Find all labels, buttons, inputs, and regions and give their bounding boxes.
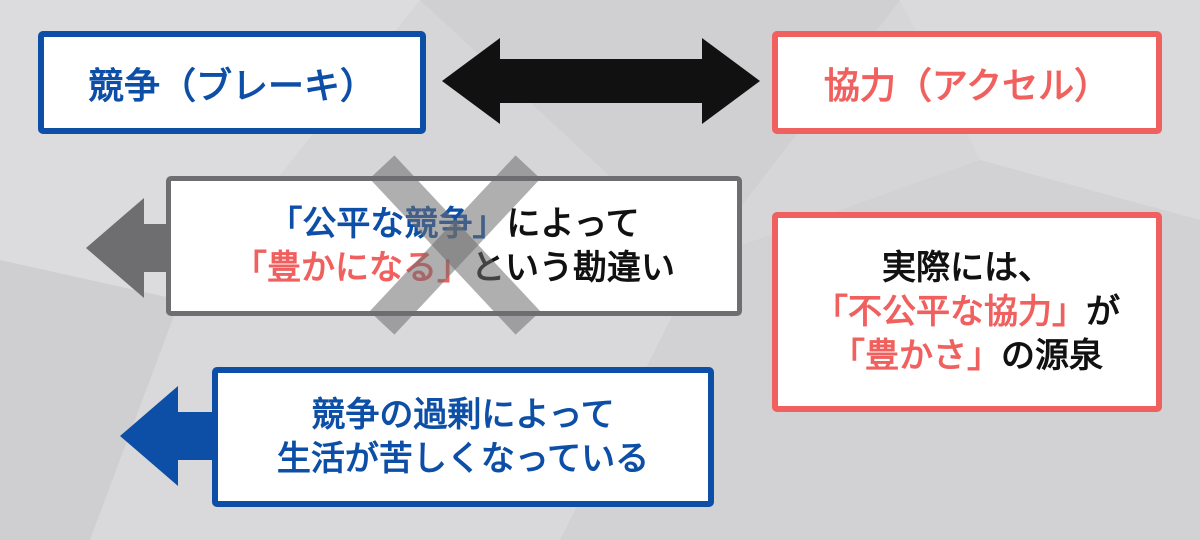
gray-left-arrow-icon <box>86 198 196 298</box>
reality-line-3-rest: の源泉 <box>1001 336 1103 377</box>
misconception-line-2-rest: という勘違い <box>471 248 675 288</box>
unfair-cooperation-quote: 「不公平な協力」 <box>814 291 1086 332</box>
misconception-box: 「公平な競争」によって 「豊かになる」という勘違い <box>166 176 742 316</box>
reality-line-2-rest: が <box>1086 291 1120 332</box>
misconception-line-1-rest: によって <box>506 203 640 244</box>
excess-competition-box: 競争の過剰によって 生活が苦しくなっている <box>212 367 714 507</box>
excess-line-1: 競争の過剰によって <box>311 394 615 435</box>
excess-line-2: 生活が苦しくなっている <box>276 439 650 479</box>
reality-line-2: 「不公平な協力」が <box>814 290 1120 334</box>
double-arrow-icon <box>442 38 760 124</box>
competition-brake-box: 競争（ブレーキ） <box>38 31 426 134</box>
misconception-line-1: 「公平な競争」によって <box>268 202 639 246</box>
become-rich-quote: 「豊かになる」 <box>233 248 471 288</box>
blue-left-arrow-icon <box>120 386 230 486</box>
richness-quote: 「豊かさ」 <box>831 336 1001 377</box>
competition-brake-label: 競争（ブレーキ） <box>87 65 376 107</box>
cooperation-accelerator-label: 協力（アクセル） <box>823 65 1111 107</box>
reality-box: 実際には、 「不公平な協力」が 「豊かさ」の源泉 <box>772 212 1162 412</box>
reality-line-3: 「豊かさ」の源泉 <box>831 334 1103 378</box>
reality-line-1: 実際には、 <box>882 247 1052 288</box>
cooperation-accelerator-box: 協力（アクセル） <box>772 31 1162 134</box>
misconception-line-2: 「豊かになる」という勘違い <box>233 246 675 290</box>
fair-competition-quote: 「公平な競争」 <box>268 203 507 244</box>
